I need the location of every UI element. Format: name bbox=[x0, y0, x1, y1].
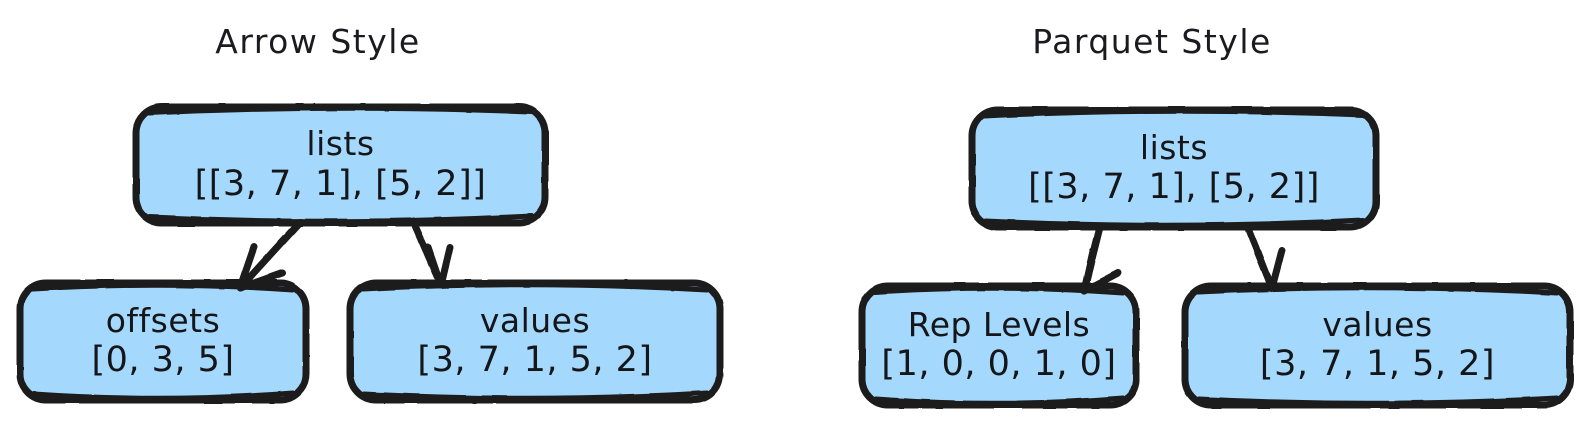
rep-levels-node-label: Rep Levels bbox=[907, 304, 1091, 344]
diagram-title-arrow-style: Arrow Style bbox=[215, 22, 421, 61]
values-node-label: values bbox=[1322, 304, 1433, 344]
values-node[interactable]: values [3, 7, 1, 5, 2] bbox=[1185, 286, 1570, 405]
offsets-node-label: offsets bbox=[105, 300, 221, 340]
lists-node-value: [[3, 7, 1], [5, 2]] bbox=[1028, 167, 1320, 208]
values-node-value: [3, 7, 1, 5, 2] bbox=[1259, 344, 1496, 385]
edge-lists-to-offsets bbox=[236, 218, 304, 292]
diagram-title-parquet-style: Parquet Style bbox=[1032, 22, 1272, 61]
edge-lists-to-rep-levels bbox=[1080, 223, 1122, 295]
values-node-value: [3, 7, 1, 5, 2] bbox=[417, 340, 653, 381]
rep-levels-node[interactable]: Rep Levels [1, 0, 0, 1, 0] bbox=[862, 286, 1136, 405]
lists-node[interactable]: lists [[3, 7, 1], [5, 2]] bbox=[136, 107, 545, 223]
edge-lists-to-values bbox=[409, 217, 454, 289]
lists-node-label: lists bbox=[1139, 127, 1209, 167]
lists-node[interactable]: lists [[3, 7, 1], [5, 2]] bbox=[972, 110, 1376, 227]
lists-node-value: [[3, 7, 1], [5, 2]] bbox=[194, 163, 487, 204]
edge-lists-to-values bbox=[1243, 222, 1286, 292]
offsets-node[interactable]: offsets [0, 3, 5] bbox=[20, 283, 306, 400]
rep-levels-node-value: [1, 0, 0, 1, 0] bbox=[881, 344, 1117, 385]
values-node[interactable]: values [3, 7, 1, 5, 2] bbox=[350, 283, 720, 400]
values-node-label: values bbox=[479, 300, 591, 340]
offsets-node-value: [0, 3, 5] bbox=[91, 340, 235, 381]
lists-node-label: lists bbox=[306, 124, 375, 164]
